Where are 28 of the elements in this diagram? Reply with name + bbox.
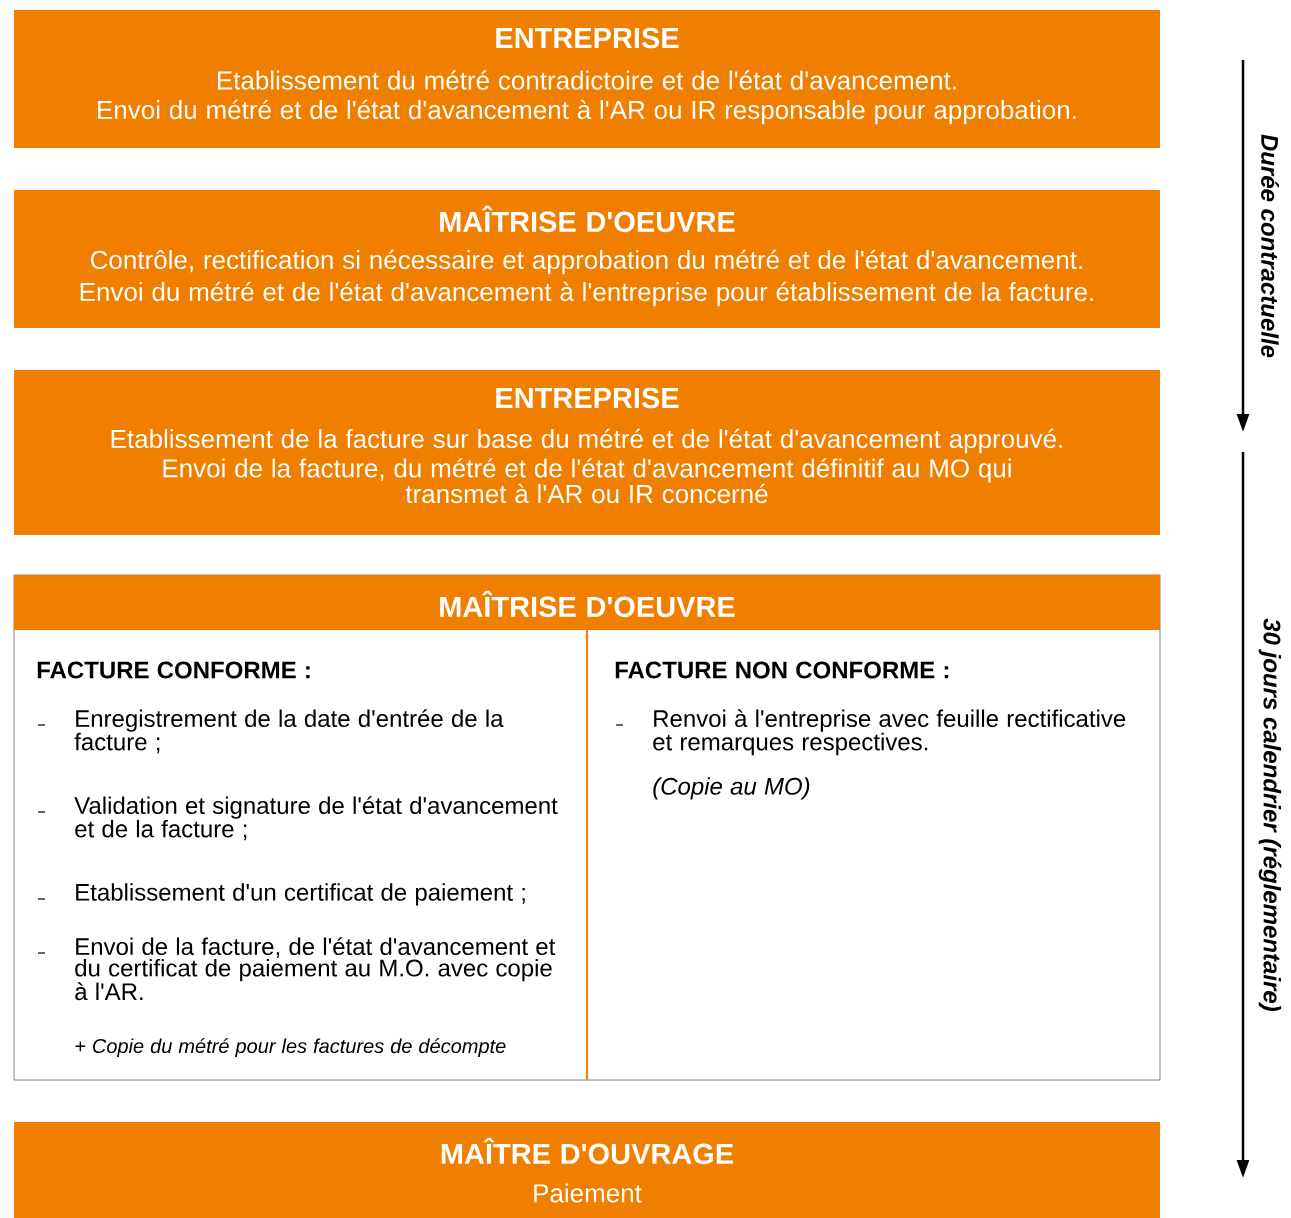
note: + Copie du métré pour les factures de décompte (75, 1038, 506, 1058)
step-box (14, 1122, 1160, 1218)
heading: FACTURE NON CONFORME : (615, 661, 949, 679)
step-box (14, 190, 1160, 328)
description: Envoi de la facture, du métré et de l'état d'avancement définitif au MO qui transmet à l'AR ou IR concerné (163, 458, 1011, 504)
description: Etablissement du métré contradictoire et de l'état d'avancement. (217, 70, 956, 90)
heading: MAÎTRISE D'OEUVRE (440, 205, 735, 233)
step-box (14, 10, 1160, 148)
heading: MAÎTRISE D'OEUVRE (440, 590, 735, 618)
list-item: Enregistrement de la date d'entrée de la facture ; (74, 709, 504, 754)
duration-label: Durée contractuelle (1261, 134, 1279, 358)
list-item: Renvoi à l'entreprise avec feuille rectificative et remarques respectives. (653, 709, 1126, 756)
decision-panel (13, 574, 1161, 1081)
list-item: Etablissement d'un certificat de paiement ; (76, 883, 525, 906)
duration-label: 30 jours calendrier (réglementaire) (1258, 618, 1282, 1011)
description: Etablissement de la facture sur base du métré et de l'état d'avancement approuvé. (111, 428, 1062, 454)
heading: FACTURE CONFORME : (37, 661, 310, 679)
note: (Copie au MO) (653, 777, 810, 800)
heading: ENTREPRISE (496, 387, 679, 409)
description: Envoi du métré et de l'état d'avancement à l'AR ou IR responsable pour approbation. (98, 99, 1076, 125)
list-item: Envoi de la facture, de l'état d'avancement et du certificat de paiement au M.O. avec copie à l'AR. (75, 937, 556, 1001)
description: Paiement (534, 1183, 642, 1203)
step-box (14, 370, 1160, 535)
description: Envoi du métré et de l'état d'avancement à l'entreprise pour établissement de la facture. (80, 281, 1093, 307)
description: Contrôle, rectification si nécessaire et approbation du métré et de l'état d'avancement. (90, 249, 1082, 275)
list-item: Validation et signature de l'état d'avancement et de la facture ; (74, 796, 558, 841)
heading: ENTREPRISE (496, 27, 679, 49)
heading: MAÎTRE D'OUVRAGE (441, 1137, 734, 1165)
